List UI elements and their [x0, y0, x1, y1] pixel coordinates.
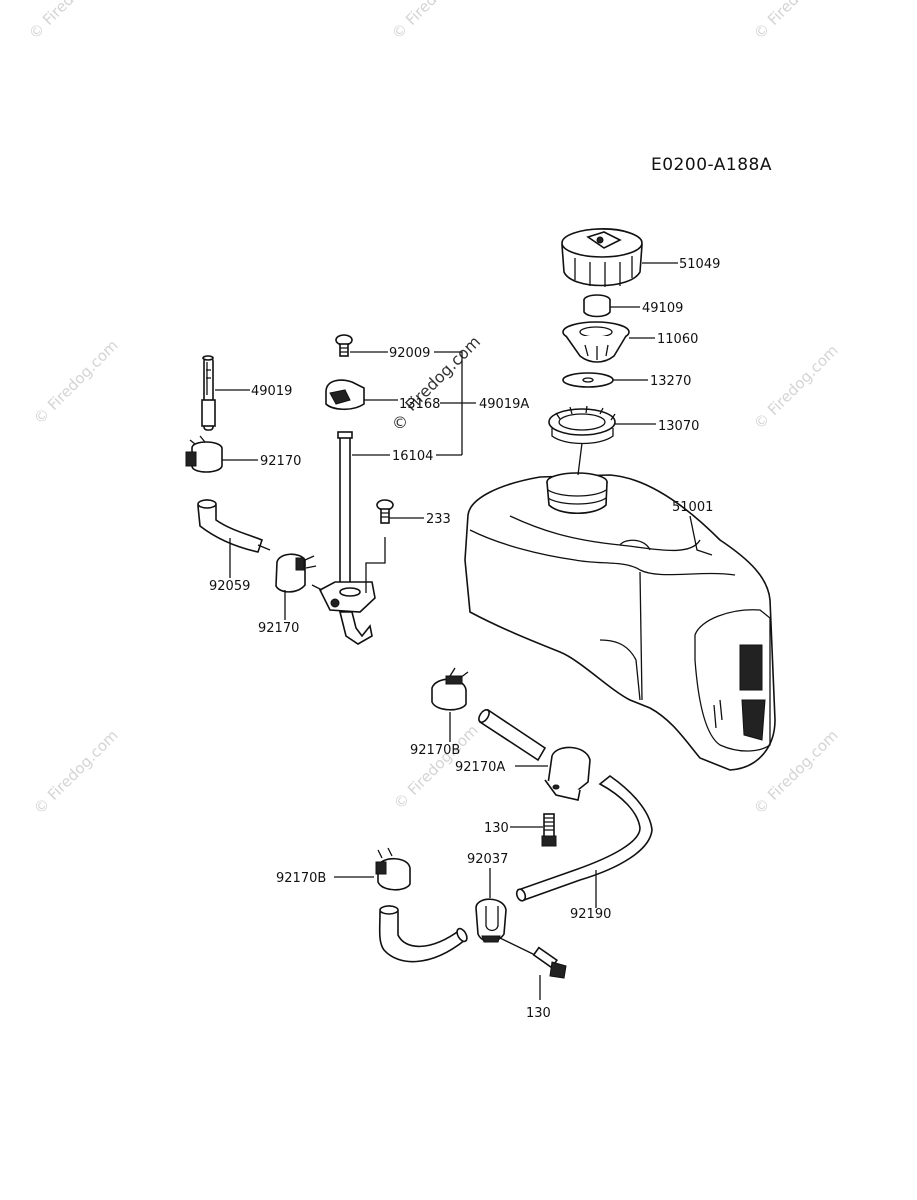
screw-233 — [376, 499, 394, 524]
label-92037: 92037 — [467, 852, 508, 867]
watermark: © Firedog.com — [750, 341, 842, 433]
fuel-hose-92190 — [515, 775, 653, 902]
label-92059: 92059 — [209, 579, 250, 594]
label-13270: 13270 — [650, 374, 691, 389]
label-11060: 11060 — [657, 332, 698, 347]
label-92190: 92190 — [570, 907, 611, 922]
label-13070: 13070 — [658, 419, 699, 434]
watermark: © Firedog.com — [750, 0, 842, 43]
watermark: © Firedog.com — [388, 0, 480, 43]
cap-plug — [583, 294, 611, 318]
fuel-hose-bent — [378, 905, 468, 963]
watermark-copyright-symbol: © — [392, 413, 408, 432]
label-49109: 49109 — [642, 301, 683, 316]
label-130-lower: 130 — [526, 1006, 551, 1021]
label-49019: 49019 — [251, 384, 292, 399]
label-92170B-lower: 92170B — [276, 871, 326, 886]
hose-clamp — [185, 435, 223, 473]
gasket-disc — [562, 372, 614, 388]
label-16104: 16104 — [392, 449, 433, 464]
fuel-hose-92059 — [197, 499, 271, 553]
label-92170A: 92170A — [455, 760, 505, 775]
fuel-tube-short — [478, 708, 547, 762]
hose-clamp-b-upper — [431, 667, 469, 711]
fuel-tank — [464, 472, 776, 771]
screw-92009 — [335, 334, 353, 357]
fuel-cock — [318, 431, 376, 645]
watermark: © Firedog.com — [30, 336, 122, 428]
label-51001: 51001 — [672, 500, 713, 515]
fuel-filter — [201, 355, 216, 431]
bolt-130-lower — [499, 937, 567, 979]
fuel-cap — [561, 228, 643, 287]
hose-clamp-b-lower — [375, 847, 411, 891]
label-92170B-upper: 92170B — [410, 743, 460, 758]
label-49019A: 49019A — [479, 397, 529, 412]
label-130-upper: 130 — [484, 821, 509, 836]
hose-clamp-middle — [275, 553, 317, 593]
cock-plate — [325, 379, 365, 411]
watermark: © Firedog.com — [25, 0, 117, 43]
diagram-code: E0200-A188A — [651, 155, 772, 175]
label-92170-upper: 92170 — [260, 454, 301, 469]
label-92170-middle: 92170 — [258, 621, 299, 636]
fuel-strainer — [562, 321, 630, 363]
label-51049: 51049 — [679, 257, 720, 272]
ring-nut — [548, 405, 616, 445]
label-13168: 13168 — [399, 397, 440, 412]
label-233: 233 — [426, 512, 451, 527]
bolt-130-upper — [541, 813, 557, 847]
hose-clip — [475, 898, 507, 943]
watermark: © Firedog.com — [30, 726, 122, 818]
label-92009: 92009 — [389, 346, 430, 361]
hose-clamp-a — [544, 746, 591, 801]
